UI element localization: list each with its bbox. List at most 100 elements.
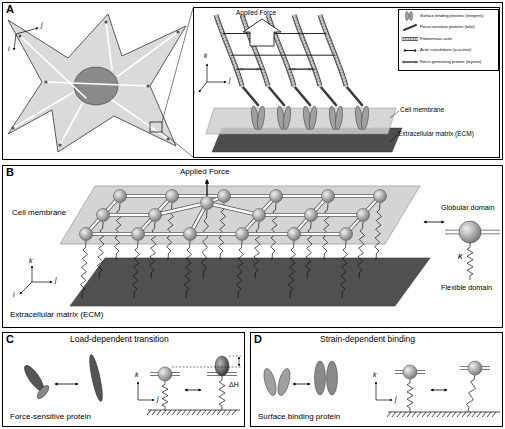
actin-beads bbox=[294, 15, 320, 86]
crosslinker bbox=[223, 33, 249, 34]
part-label: Extracellular matrix (ECM) bbox=[10, 311, 103, 319]
crosslinker bbox=[257, 55, 283, 56]
actin-beads bbox=[320, 15, 346, 86]
spring bbox=[305, 222, 312, 279]
myosin-head bbox=[240, 68, 244, 70]
legend-text: Filamentous actin bbox=[420, 37, 452, 41]
rod-outline bbox=[120, 194, 172, 198]
integrin bbox=[282, 106, 292, 131]
talin bbox=[242, 86, 258, 105]
rod-outline bbox=[190, 232, 242, 236]
ground-surface bbox=[147, 410, 240, 415]
spring bbox=[236, 241, 243, 298]
globular-domain bbox=[340, 228, 353, 241]
spring bbox=[184, 241, 191, 298]
panel-letter: C bbox=[6, 334, 14, 345]
panel-box: B bbox=[2, 165, 503, 328]
rod-outline bbox=[103, 213, 155, 217]
strain-binding bbox=[262, 361, 490, 400]
axis-label: k bbox=[204, 53, 207, 60]
spring bbox=[288, 241, 295, 298]
rod-outline bbox=[86, 232, 138, 236]
panel-letter: D bbox=[254, 334, 262, 345]
legend: Surface binding proteins (integrins)Forc… bbox=[398, 9, 499, 71]
spring bbox=[219, 376, 225, 410]
myosin-head bbox=[255, 68, 259, 70]
actin-filament bbox=[320, 15, 346, 86]
part-label: ΔH bbox=[229, 381, 239, 388]
spring bbox=[149, 222, 156, 279]
rod bbox=[294, 233, 346, 235]
rod bbox=[120, 195, 172, 197]
myosin bbox=[237, 68, 263, 69]
rod-outline bbox=[207, 203, 259, 215]
axis-label: k bbox=[135, 371, 139, 378]
part-label: Globular domain bbox=[441, 204, 495, 211]
spring bbox=[162, 381, 168, 410]
crosslinker bbox=[275, 33, 301, 34]
crosslinker bbox=[309, 55, 335, 56]
part-label: Applied Force bbox=[180, 168, 229, 176]
rod bbox=[328, 195, 380, 197]
inset-frame: Applied ForceCell membraneExtracellular … bbox=[193, 7, 500, 158]
crosslinker bbox=[231, 55, 257, 56]
rod bbox=[259, 214, 311, 216]
axis-label: k bbox=[29, 257, 33, 264]
load-transition bbox=[21, 354, 241, 403]
ground-surface bbox=[387, 412, 500, 417]
globular-domain bbox=[270, 190, 283, 203]
globular-domain bbox=[357, 209, 370, 222]
actin-filament bbox=[294, 15, 320, 86]
membrane-model bbox=[20, 180, 500, 306]
spring bbox=[270, 203, 277, 260]
axis-label: i bbox=[193, 91, 194, 98]
legend-text: Force generating protein (myosin) bbox=[420, 60, 481, 64]
legend-text: Actin crosslinkers (α-actinin) bbox=[420, 48, 471, 52]
axis-label: j bbox=[395, 395, 397, 402]
rod bbox=[242, 233, 294, 235]
rod-outline bbox=[138, 232, 190, 236]
globular-domain bbox=[149, 209, 162, 222]
globular-domain bbox=[374, 190, 387, 203]
crosslinker bbox=[283, 55, 309, 56]
spring bbox=[407, 379, 413, 412]
spring bbox=[97, 222, 104, 279]
panel-letter: A bbox=[6, 4, 14, 15]
actin-beads bbox=[216, 15, 242, 86]
rod-outline bbox=[242, 232, 294, 236]
integrin bbox=[256, 106, 266, 131]
globular-domain bbox=[288, 228, 301, 241]
rod bbox=[276, 195, 328, 197]
spring bbox=[467, 243, 473, 280]
axis-label: k bbox=[373, 371, 377, 378]
axis-label: j bbox=[229, 77, 230, 84]
axis-label: i bbox=[13, 291, 15, 298]
globular-domain bbox=[166, 190, 179, 203]
part-label: Extracellular matrix (ECM) bbox=[398, 131, 474, 138]
rod-outline bbox=[276, 194, 328, 198]
axis-label: κ bbox=[458, 252, 463, 261]
part-label: Cell membrane bbox=[400, 107, 444, 114]
axis-label: i bbox=[8, 45, 10, 52]
axis-label: j bbox=[157, 395, 159, 402]
talin bbox=[294, 86, 310, 105]
axis-label: j bbox=[55, 276, 57, 283]
actin-filament bbox=[216, 15, 242, 86]
spring bbox=[466, 375, 475, 412]
rod-outline bbox=[311, 213, 363, 217]
globular-domain bbox=[218, 190, 231, 203]
spring bbox=[218, 203, 225, 260]
part-label: Surface binding protein bbox=[258, 413, 340, 421]
spring bbox=[132, 241, 139, 298]
rod bbox=[86, 233, 138, 235]
spring bbox=[322, 203, 329, 260]
globular-domain bbox=[97, 209, 110, 222]
myosin-head bbox=[292, 68, 296, 70]
rod bbox=[207, 203, 259, 215]
rod-outline bbox=[294, 232, 346, 236]
crosslinker bbox=[301, 33, 327, 34]
adhesion-illustration bbox=[199, 15, 402, 152]
integrin bbox=[334, 106, 344, 131]
force-label: Applied Force bbox=[236, 10, 276, 17]
